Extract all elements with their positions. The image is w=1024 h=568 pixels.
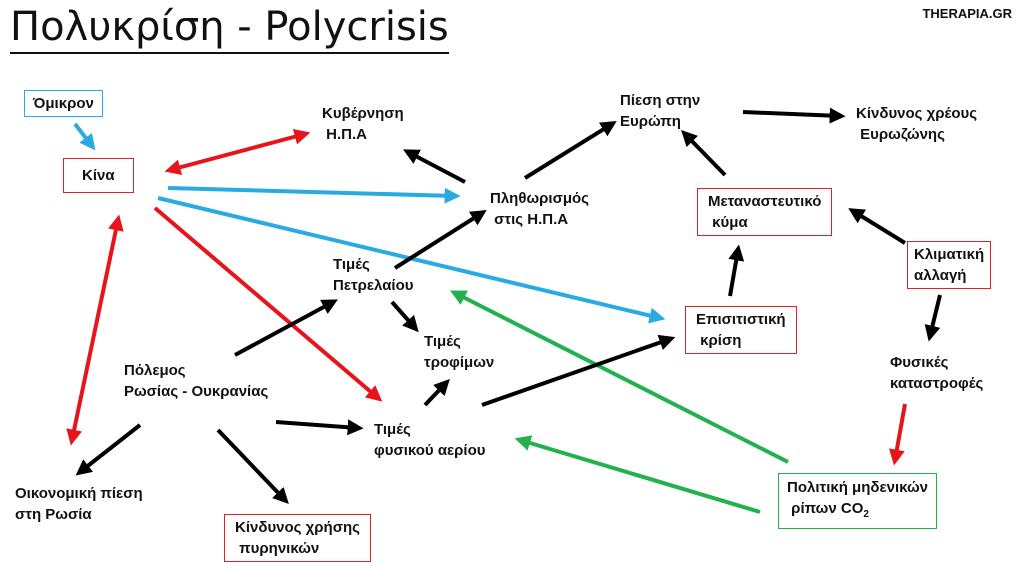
node-china: Κίνα <box>63 158 134 193</box>
node-russia-ukraine-war: Πόλεμος Ρωσίας - Ουκρανίας <box>124 362 269 400</box>
arrow-war-oil <box>234 299 338 357</box>
zero-emissions-subscript: 2 <box>863 509 869 520</box>
brand-logo: THERAPIA.GR <box>922 6 1012 21</box>
arrow-zeroemissions-oil <box>450 290 789 464</box>
arrow-china-inflation <box>167 186 461 204</box>
node-us-inflation: Πληθωρισμός στις Η.Π.Α <box>490 190 589 228</box>
arrow-inflation-usgov <box>403 149 466 184</box>
node-omicron: Όμικρον <box>24 90 103 117</box>
arrow-climate-migration <box>848 208 907 245</box>
node-us-government: Κυβέρνηση Η.Π.Α <box>322 105 404 143</box>
arrow-inflation-europe <box>523 121 617 180</box>
node-food-prices: Τιμές τροφίμων <box>424 333 495 371</box>
arrow-oil-inflation <box>393 210 487 270</box>
arrow-war-nuclear <box>216 428 289 505</box>
node-russia-economic-pressure: Οικονομική πίεση στη Ρωσία <box>15 485 143 523</box>
node-climate-change: Κλιματική αλλαγή <box>907 241 992 289</box>
node-nuclear-risk: Κίνδυνος χρήσης πυρηνικών <box>224 514 371 562</box>
arrow-war-russia <box>75 423 142 476</box>
arrow-gas-foodcrisis <box>481 334 676 407</box>
node-food-crisis: Επισιτιστική κρίση <box>685 306 797 354</box>
node-gas-prices: Τιμές φυσικού αερίου <box>374 421 486 459</box>
node-eurozone-debt: Κίνδυνος χρέους Ευρωζώνης <box>856 105 978 143</box>
arrow-gas-food <box>423 378 450 407</box>
node-oil-prices: Τιμές Πετρελαίου <box>333 256 414 294</box>
arrow-disasters-zeroemissions <box>888 403 907 466</box>
arrow-omicron-china <box>73 122 96 151</box>
arrow-migration-europe <box>681 129 727 177</box>
node-zero-emissions-policy: Πολιτική μηδενικών ρίπων CO2 <box>778 473 938 529</box>
page-title: Πολυκρίση - Polycrisis <box>10 2 449 54</box>
arrow-war-gas <box>275 419 364 436</box>
arrow-oil-food <box>390 300 419 333</box>
arrow-climate-disasters <box>924 294 942 342</box>
arrow-china-russia <box>66 214 124 446</box>
arrow-europe-debt <box>742 107 846 124</box>
node-pressure-europe: Πίεση στην Ευρώπη <box>620 92 701 130</box>
zero-emissions-label: Πολιτική μηδενικών ρίπων CO <box>787 479 929 517</box>
arrow-foodcrisis-migration <box>728 244 745 297</box>
arrow-china-usgov <box>164 128 311 176</box>
arrow-china-gas <box>153 206 383 402</box>
node-migration-wave: Μεταναστευτικό κύμα <box>697 188 833 236</box>
node-natural-disasters: Φυσικές καταστροφές <box>890 354 984 392</box>
arrow-zeroemissions-gas <box>514 435 761 514</box>
